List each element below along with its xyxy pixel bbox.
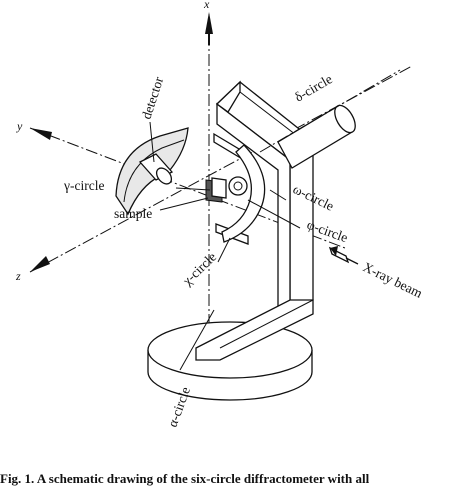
xray-beam-label: X-ray beam: [361, 259, 426, 301]
delta-circle-label: δ-circle: [292, 71, 335, 104]
detector-label: detector: [139, 74, 167, 120]
z-axis-label: z: [15, 269, 21, 283]
delta-frame: [195, 80, 314, 361]
x-axis-label: x: [203, 0, 210, 11]
gamma-circle-label: γ-circle: [63, 178, 104, 193]
figure-caption: Fig. 1. A schematic drawing of the six-c…: [0, 471, 370, 486]
leader-lines: [149, 121, 301, 371]
chi-circle: [221, 144, 266, 243]
phi-stage: [205, 176, 248, 203]
y-axis-label: y: [16, 119, 23, 133]
alpha-circle-label: α-circle: [165, 385, 193, 429]
detector: [138, 153, 174, 185]
sample-label: sample: [114, 206, 152, 221]
x-axis: [205, 12, 213, 330]
chi-circle-label: χ-circle: [179, 249, 219, 289]
delta-cylinder: [259, 69, 401, 169]
xray-beam-arrow: [328, 246, 359, 265]
